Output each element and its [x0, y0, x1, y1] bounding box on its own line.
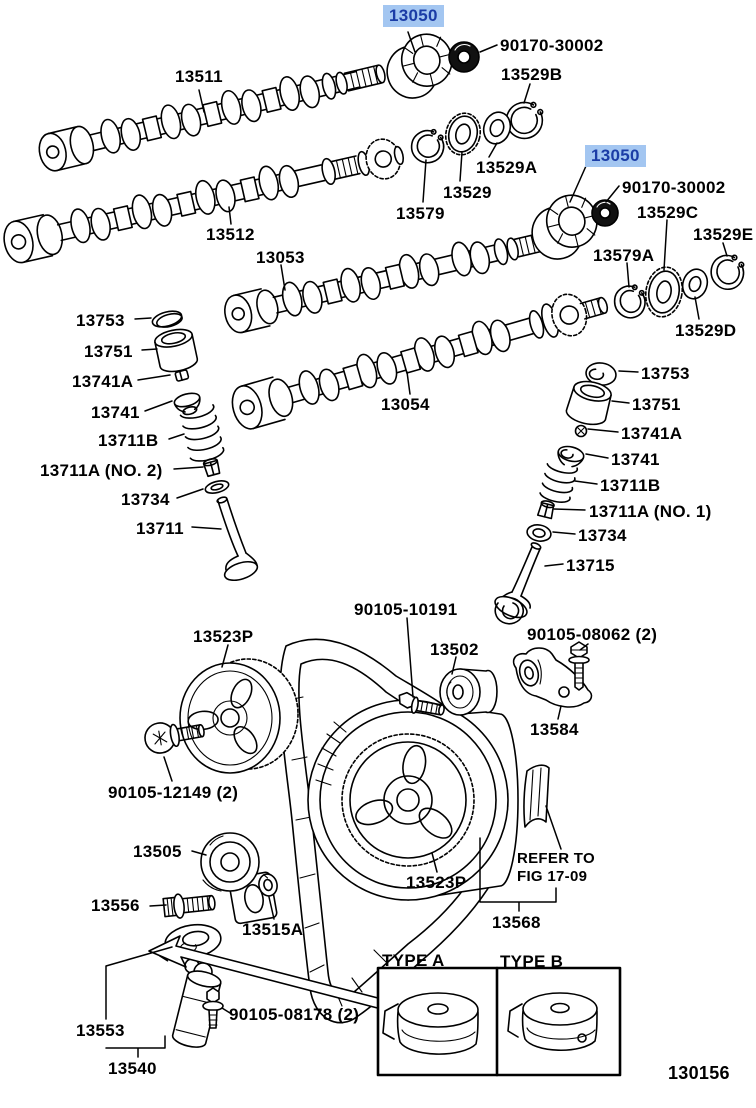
part-label-13529: 13529 — [443, 183, 492, 202]
camshaft-13512-drawing — [3, 138, 405, 264]
part-label-13715: 13715 — [566, 556, 615, 575]
part-label-90105-08062: 90105-08062 (2) — [527, 625, 658, 644]
part-label-13523P-top: 13523P — [193, 627, 254, 646]
part-label-90105-12149: 90105-12149 (2) — [108, 783, 239, 802]
part-label-13751-left: 13751 — [84, 342, 133, 361]
part-label-13711B-right: 13711B — [600, 476, 661, 495]
bolt-90105-12149-drawing — [144, 722, 205, 754]
washer-13515A-drawing — [258, 873, 278, 897]
part-label-13556: 13556 — [91, 896, 140, 915]
part-label-13741-left: 13741 — [91, 403, 140, 422]
part-label-13529E: 13529E — [693, 225, 754, 244]
part-label-13505: 13505 — [133, 842, 182, 861]
part-label-13734-left: 13734 — [121, 490, 170, 509]
part-label-13553: 13553 — [76, 1021, 125, 1040]
part-label-13053: 13053 — [256, 248, 305, 267]
valve-stack-left-drawing — [151, 310, 259, 582]
part-label-13579A: 13579A — [593, 246, 655, 265]
part-label-90105-08178: 90105-08178 (2) — [229, 1005, 360, 1024]
part-label-13711A-no1: 13711A (NO. 1) — [589, 502, 712, 521]
part-label-13579: 13579 — [396, 204, 445, 223]
bearing-13050-2-drawing — [531, 194, 598, 260]
part-label-13584: 13584 — [530, 720, 579, 739]
refer-note: REFER TO FIG 17-09 — [517, 850, 595, 886]
plate-13529-drawing — [444, 112, 482, 156]
part-label-13515A: 13515A — [242, 920, 304, 939]
part-label-13711A-no2: 13711A (NO. 2) — [40, 461, 163, 480]
part-label-13502: 13502 — [430, 640, 479, 659]
snap-ring-13579-drawing — [410, 128, 445, 164]
washer-13529D-drawing — [681, 268, 709, 300]
bracket-13584-drawing — [512, 647, 593, 708]
figure-number: 130156 — [668, 1063, 730, 1083]
type-b-label: TYPE B — [500, 952, 564, 971]
type-a-label: TYPE A — [382, 951, 445, 970]
oil-seal-90170-2-drawing — [591, 199, 619, 227]
part-label-13741-right: 13741 — [611, 450, 660, 469]
bolt-90105-10191-drawing — [398, 691, 445, 716]
idler-13502-drawing — [439, 668, 498, 716]
camshaft-13511-drawing — [38, 64, 386, 172]
part-label-13741A-left: 13741A — [72, 372, 134, 391]
belt-fragment-flag-drawing — [523, 764, 550, 828]
oil-seal-90170-1-drawing — [448, 41, 480, 73]
bolt-13556-drawing — [162, 893, 216, 919]
part-label-13568: 13568 — [492, 913, 541, 932]
type-comparison-box — [376, 966, 622, 1077]
part-label-13529D: 13529D — [675, 321, 737, 340]
part-label-13734-right: 13734 — [578, 526, 627, 545]
part-label-13741A-right: 13741A — [621, 424, 683, 443]
camshaft-13054-drawing — [231, 293, 609, 430]
part-label-90170-30002-2: 90170-30002 — [622, 178, 726, 197]
leader-lines — [105, 31, 728, 1058]
assembly-13540-13553-drawing — [158, 923, 222, 1048]
pulley-13523P-top-drawing — [179, 658, 299, 774]
part-label-13054: 13054 — [381, 395, 430, 414]
plate-13529C-drawing — [644, 266, 684, 318]
part-label-13540: 13540 — [108, 1059, 157, 1078]
refer-note-line2: FIG 17-09 — [517, 868, 588, 885]
snap-ring-13579A-drawing — [613, 284, 646, 319]
snap-ring-13529E-drawing — [710, 254, 745, 290]
washer-13529A-drawing — [482, 111, 512, 145]
part-label-13050-highlighted-2[interactable]: 13050 — [585, 145, 646, 167]
part-label-13511: 13511 — [175, 67, 223, 86]
type-a-part-drawing — [382, 992, 479, 1055]
refer-note-line1: REFER TO — [517, 850, 595, 867]
bearing-13050-1-drawing — [386, 33, 453, 99]
part-label-13711B-left: 13711B — [98, 431, 159, 450]
belt-loop-top-drawing — [494, 597, 524, 625]
valve-stack-right-drawing — [494, 362, 617, 619]
part-label-13753-right: 13753 — [641, 364, 690, 383]
bolt-90105-08062-drawing — [568, 641, 590, 691]
part-label-90170-30002-1: 90170-30002 — [500, 36, 604, 55]
part-label-13523P-bottom: 13523P — [406, 873, 467, 892]
snap-ring-13529B-drawing — [505, 101, 544, 140]
part-label-13050-highlighted-1[interactable]: 13050 — [383, 5, 444, 27]
part-label-13529C: 13529C — [637, 203, 699, 222]
part-label-13529B: 13529B — [501, 65, 563, 84]
type-b-part-drawing — [507, 992, 598, 1052]
pulley-13523P-bottom-drawing — [307, 699, 519, 901]
part-label-13753-left: 13753 — [76, 311, 125, 330]
part-label-13751-right: 13751 — [632, 395, 681, 414]
part-label-90105-10191: 90105-10191 — [354, 600, 458, 619]
part-label-13529A: 13529A — [476, 158, 538, 177]
part-label-13711: 13711 — [136, 519, 184, 538]
camshaft-13053-drawing — [224, 231, 550, 334]
bolt-90105-08178-drawing — [202, 987, 224, 1029]
part-label-13512: 13512 — [206, 225, 255, 244]
